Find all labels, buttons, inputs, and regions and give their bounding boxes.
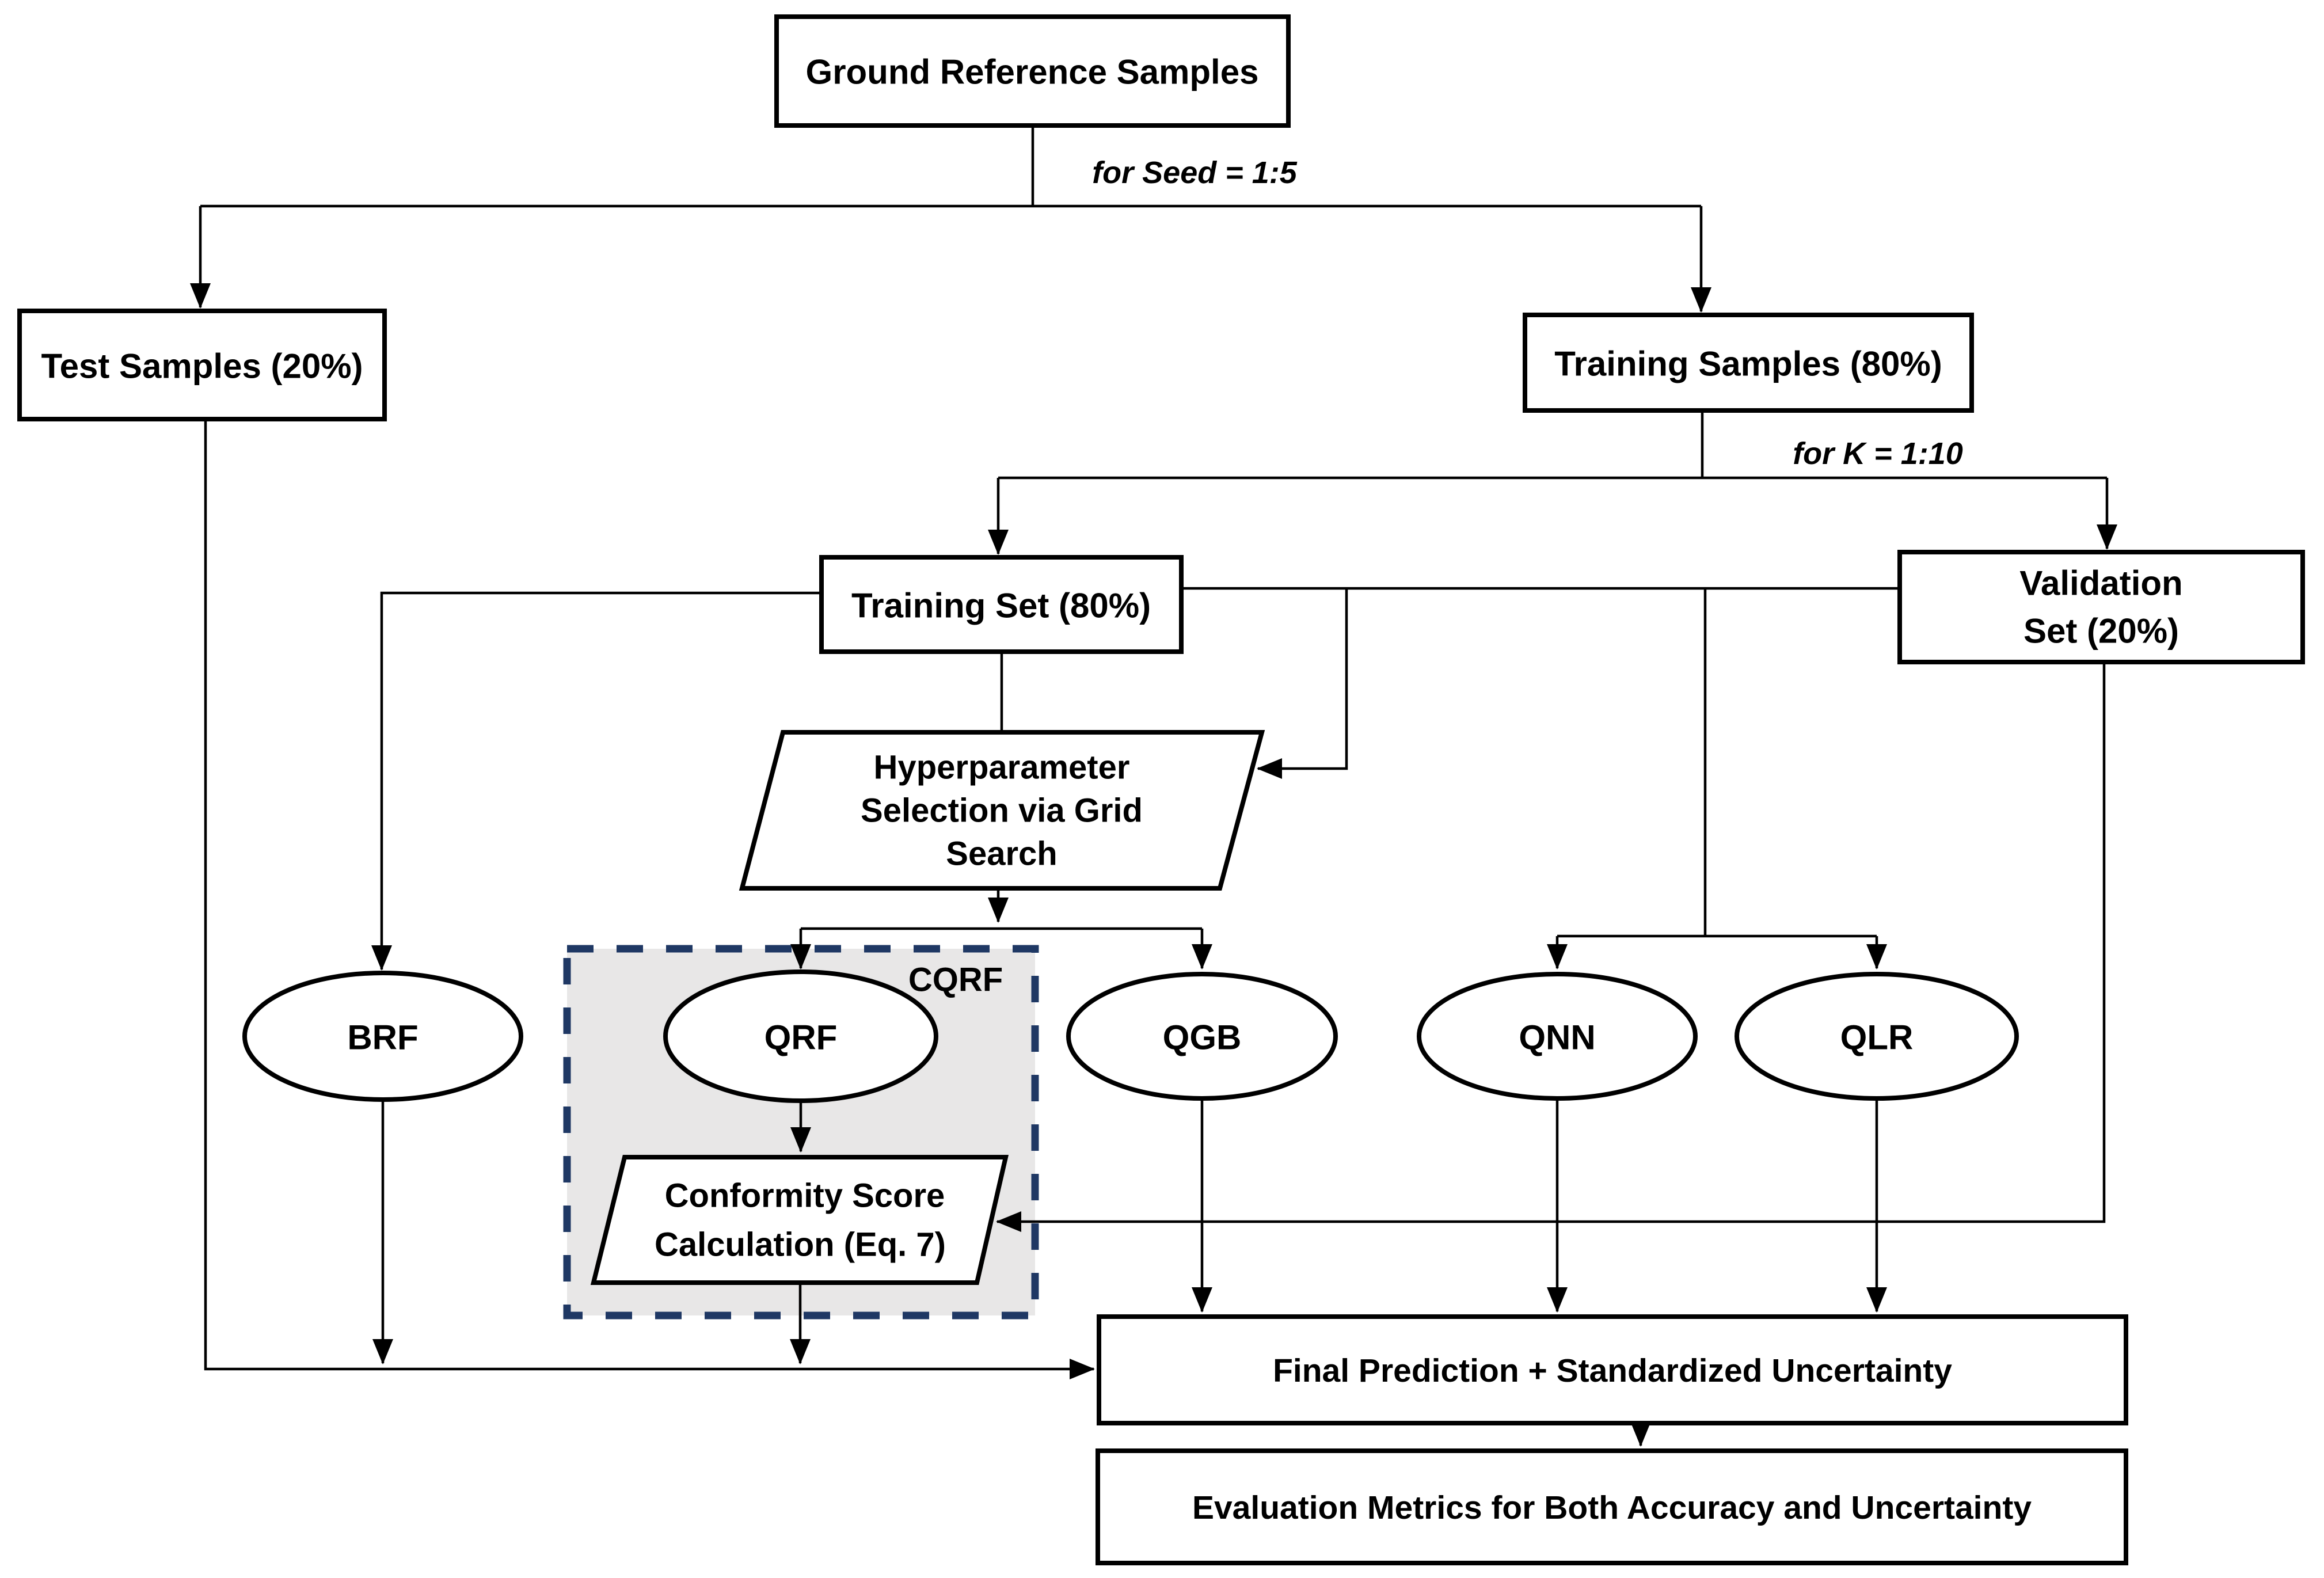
label-brf: BRF [347,1018,418,1057]
label-conformity-line2: Calculation (Eq. 7) [655,1226,946,1264]
connectors [190,126,2117,1447]
node-ground-reference-samples [774,14,1291,128]
node-final-prediction [1097,1314,2128,1425]
edge-validation-to-conformity [996,662,2106,1232]
label-test-samples: Test Samples (20%) [41,347,363,386]
edge-feedback-to-hyperparameter [1257,588,1348,779]
label-qlr: QLR [1840,1018,1914,1057]
label-cqrf-group: CQRF [908,961,1003,999]
label-qgb: QGB [1163,1018,1242,1057]
node-training-samples [1523,313,1974,413]
label-seed-loop: for Seed = 1:5 [1092,155,1298,190]
label-validation-set-line1: Validation [2019,564,2182,603]
node-test-samples [17,309,387,421]
label-training-set: Training Set (80%) [851,587,1151,625]
label-ground-reference-samples: Ground Reference Samples [806,53,1259,92]
node-shapes [17,14,2305,1565]
label-conformity-line1: Conformity Score [665,1177,945,1215]
label-hyperparameter-line1: Hyperparameter [874,749,1130,786]
edge-training-set-to-brf [371,591,821,971]
node-validation-set [1897,550,2305,664]
label-validation-set-line2: Set (20%) [2023,612,2179,651]
label-final-prediction: Final Prediction + Standardized Uncertai… [1273,1352,1952,1389]
node-qlr [1735,972,2019,1101]
node-qgb [1066,972,1338,1101]
label-training-samples: Training Samples (80%) [1554,345,1942,383]
node-evaluation-metrics [1096,1448,2128,1565]
edge-test-to-final-prediction [204,419,1095,1379]
node-qnn [1417,972,1698,1101]
node-qrf [663,969,938,1103]
label-evaluation-metrics: Evaluation Metrics for Both Accuracy and… [1192,1489,2032,1526]
node-brf [242,971,523,1102]
labels: Ground Reference Samples for Seed = 1:5 … [41,53,2182,1527]
label-qnn: QNN [1519,1018,1595,1057]
label-k-loop: for K = 1:10 [1793,436,1963,471]
node-conformity-parallelogram [590,1155,1009,1285]
node-hyperparameter-parallelogram [739,730,1265,891]
label-hyperparameter-line3: Search [946,835,1057,873]
label-qrf: QRF [764,1018,838,1057]
node-training-set [819,555,1184,654]
label-hyperparameter-line2: Selection via Grid [861,792,1143,830]
